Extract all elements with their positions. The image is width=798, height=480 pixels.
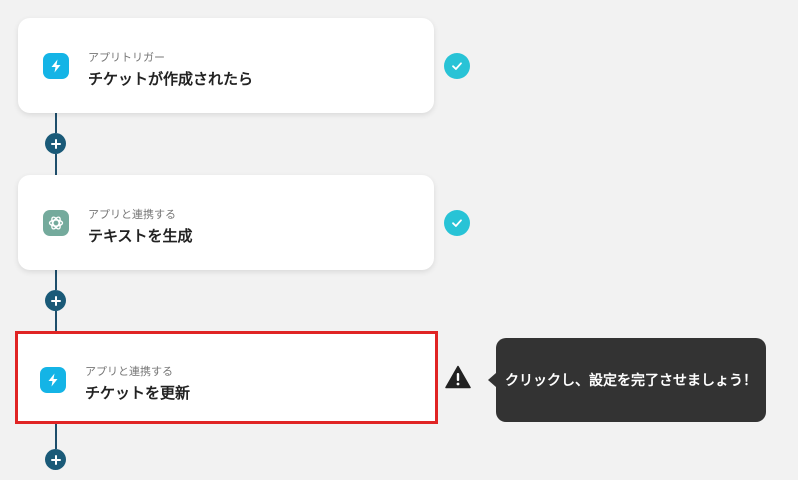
step-title: テキストを生成 [88, 227, 193, 245]
add-step-button[interactable] [45, 133, 66, 154]
flow-connector [55, 424, 57, 449]
step-subtitle: アプリと連携する [85, 365, 173, 378]
flow-step-card-generate-text[interactable]: アプリと連携する テキストを生成 [18, 175, 434, 270]
add-step-button[interactable] [45, 290, 66, 311]
flow-connector [55, 311, 57, 331]
add-step-button[interactable] [45, 449, 66, 470]
step-title: チケットが作成されたら [88, 70, 254, 88]
setup-hint-tooltip: クリックし、設定を完了させましょう！ [496, 338, 766, 422]
openai-icon [43, 210, 69, 236]
check-icon [444, 53, 470, 79]
step-subtitle: アプリと連携する [88, 208, 176, 221]
zendesk-lightning-icon [40, 367, 66, 393]
flow-connector [55, 113, 57, 133]
flow-step-card-trigger[interactable]: アプリトリガー チケットが作成されたら [18, 18, 434, 113]
plus-icon [50, 138, 61, 149]
tooltip-arrow [488, 373, 496, 387]
tooltip-text: クリックし、設定を完了させましょう！ [505, 373, 757, 389]
warning-icon [445, 365, 471, 389]
plus-icon [50, 454, 61, 465]
zendesk-lightning-icon [43, 53, 69, 79]
step-subtitle: アプリトリガー [88, 51, 165, 64]
flow-connector [55, 154, 57, 175]
plus-icon [50, 295, 61, 306]
flow-step-card-update-ticket[interactable]: アプリと連携する チケットを更新 [15, 331, 438, 424]
check-icon [444, 210, 470, 236]
step-title: チケットを更新 [85, 384, 191, 402]
flow-connector [55, 270, 57, 290]
